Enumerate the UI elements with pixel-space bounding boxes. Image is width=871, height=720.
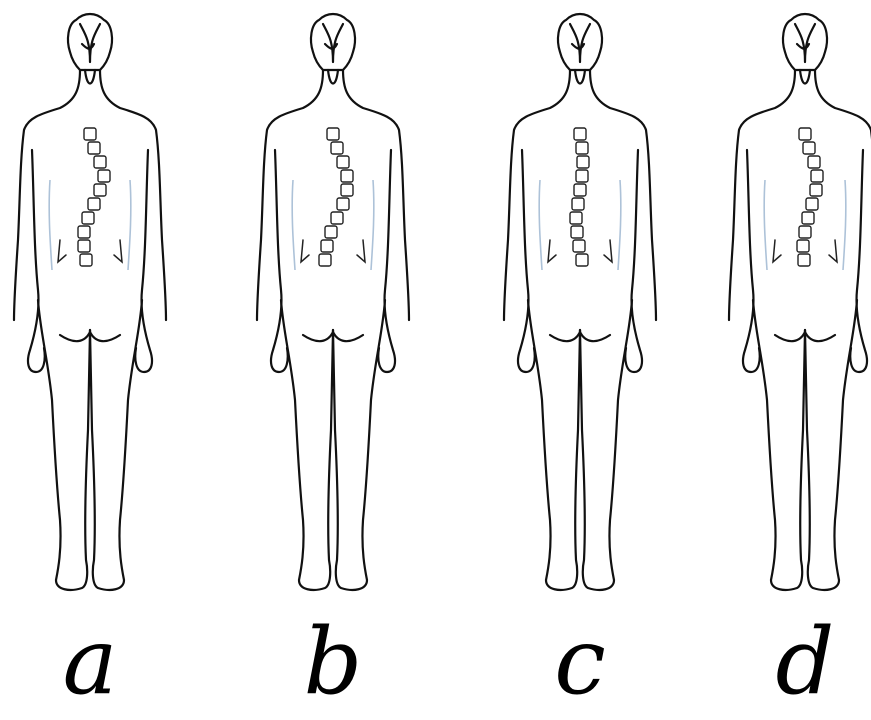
back-mark-left [773,240,781,262]
shade-left [764,180,767,270]
spine [78,128,110,266]
vertebra [799,128,811,140]
vertebra [802,212,814,224]
panel-label-a: a [0,612,190,712]
vertebra [808,156,820,168]
panel-d: d [705,0,871,720]
back-mark-left [548,240,556,262]
back-mark-right [604,240,612,262]
vertebra [98,170,110,182]
hair-strands [570,24,590,84]
shade-right [618,180,621,270]
vertebra [572,198,584,210]
vertebra [82,212,94,224]
panel-c: c [480,0,680,720]
shade-left [292,180,295,270]
vertebra [811,170,823,182]
hair-strands [323,24,343,84]
back-mark-left [58,240,66,262]
vertebra [78,240,90,252]
left-torso-outline [504,70,570,320]
vertebra [321,240,333,252]
vertebra [570,212,582,224]
vertebra [80,254,92,266]
vertebra [341,184,353,196]
right-torso-outline [100,70,166,320]
panel-label-b: b [233,612,433,712]
left-leg-outline [38,300,90,590]
hair-strands [795,24,815,84]
vertebra [78,226,90,238]
shade-left [49,180,52,270]
spine [797,128,823,266]
shade-right [128,180,131,270]
vertebra [319,254,331,266]
left-torso-outline [729,70,795,320]
vertebra [327,128,339,140]
left-leg-outline [753,300,805,590]
panel-label-c: c [480,612,680,712]
vertebra [571,226,583,238]
vertebra [331,142,343,154]
vertebra [810,184,822,196]
figure-back-view-c [480,0,680,620]
hair-strands [80,24,100,84]
right-leg-outline [580,300,632,590]
panel-b: b [233,0,433,720]
vertebra [84,128,96,140]
vertebra [88,198,100,210]
vertebra [574,184,586,196]
vertebra [337,198,349,210]
shade-left [539,180,542,270]
vertebra [341,170,353,182]
vertebra [94,184,106,196]
vertebra [331,212,343,224]
vertebra [803,142,815,154]
back-mark-right [829,240,837,262]
left-torso-outline [257,70,323,320]
shade-right [843,180,846,270]
spine [570,128,589,266]
vertebra [573,240,585,252]
vertebra [576,170,588,182]
left-leg-outline [281,300,333,590]
vertebra [797,240,809,252]
shade-right [371,180,374,270]
vertebra [576,254,588,266]
back-mark-left [301,240,309,262]
vertebra [576,142,588,154]
right-leg-outline [90,300,142,590]
panel-a: a [0,0,190,720]
vertebra [806,198,818,210]
vertebra [574,128,586,140]
vertebra [577,156,589,168]
vertebra [325,226,337,238]
vertebra [337,156,349,168]
left-leg-outline [528,300,580,590]
vertebra [88,142,100,154]
back-mark-right [357,240,365,262]
figure-back-view-a [0,0,190,620]
figure-back-view-d [705,0,871,620]
vertebra [94,156,106,168]
left-torso-outline [14,70,80,320]
right-leg-outline [805,300,857,590]
vertebra [799,226,811,238]
vertebra [798,254,810,266]
figure-back-view-b [233,0,433,620]
spine [319,128,353,266]
right-torso-outline [590,70,656,320]
panel-label-d: d [705,612,871,712]
right-leg-outline [333,300,385,590]
back-mark-right [114,240,122,262]
